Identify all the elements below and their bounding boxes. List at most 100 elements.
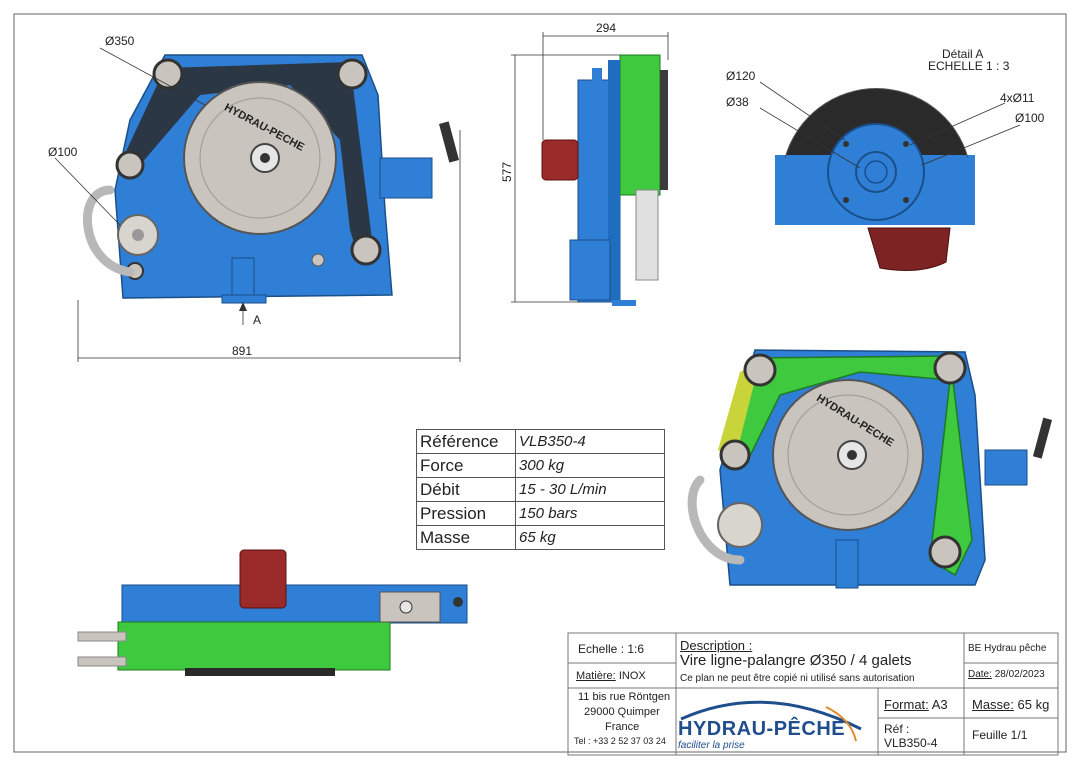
front-dimensions (54, 47, 461, 362)
tb-scale: Echelle : 1:6 (578, 642, 645, 656)
tb-address-3: France (605, 721, 640, 733)
top-belt (117, 621, 391, 671)
logo-name: HYDRAU-PÊCHE (678, 718, 846, 740)
roller-left (115, 150, 145, 180)
dim-100-front: Ø100 (48, 145, 78, 159)
leader-holes (909, 102, 1006, 146)
iso-foot (835, 539, 859, 589)
iso-guide-tube (687, 475, 745, 565)
arrow-a-head (239, 302, 247, 311)
side-top-bracket (592, 68, 602, 86)
spec-value: 300 kg (515, 453, 665, 478)
tb-date-value: 28/02/2023 (994, 669, 1045, 680)
dim-100-detail: Ø100 (1015, 111, 1045, 125)
iso-roller-left (719, 439, 751, 471)
spec-value: 65 kg (515, 525, 665, 550)
tb-ref-label: Réf : (884, 722, 910, 736)
main-wheel-axle (260, 153, 270, 163)
side-roller (635, 189, 659, 281)
belt (122, 62, 372, 262)
side-wheel-edge (660, 70, 668, 190)
tb-description: Vire ligne-palangre Ø350 / 4 galets (680, 652, 912, 669)
iso-roller-bottom-right (928, 535, 962, 569)
sheet-border (13, 13, 1067, 753)
detail-hole-4 (903, 197, 909, 203)
tb-format: Format: A3 (884, 697, 948, 712)
valve-handle (438, 121, 460, 163)
tb-material-label: Matière: (576, 670, 616, 682)
top-wheel (185, 668, 335, 676)
side-dimensions (511, 32, 669, 303)
iso-roller-top-right (933, 351, 967, 385)
tb-phone: Tel : +33 2 52 37 03 24 (574, 736, 666, 746)
dim-120: Ø120 (726, 69, 756, 83)
dim-350: Ø350 (105, 34, 135, 48)
leader-120 (759, 81, 846, 141)
leader-100 (921, 124, 1021, 166)
roller-bottom-right (350, 234, 382, 266)
detail-scale: ECHELLE 1 : 3 (928, 59, 1010, 73)
iso-axle (847, 450, 857, 460)
detail-hole-2 (903, 141, 909, 147)
detail-bore-38 (864, 160, 888, 184)
dim-leader-350 (99, 47, 206, 106)
top-view (77, 549, 468, 676)
tb-mass: Masse: 65 kg (972, 697, 1049, 712)
detail-hole-1 (843, 141, 849, 147)
logo-tagline: faciliter la prise (678, 740, 745, 751)
tb-mass-value: 65 kg (1017, 697, 1050, 712)
side-view (541, 54, 668, 306)
iso-valve-handle (1032, 417, 1053, 459)
arrow-a-label: A (253, 313, 261, 327)
main-wheel-inner (199, 97, 321, 219)
dim-38: Ø38 (726, 95, 749, 109)
tb-mass-label: Masse: (972, 697, 1014, 712)
dim-294: 294 (596, 21, 616, 35)
side-foot (569, 239, 611, 301)
roller-top-right (336, 58, 368, 90)
guide-roller-center (132, 229, 144, 241)
tb-sheet: Feuille 1/1 (972, 728, 1028, 742)
tb-description-label: Description : (680, 638, 752, 653)
tb-ref: VLB350-4 (884, 736, 938, 750)
top-motor (239, 549, 287, 609)
tb-material-value: INOX (618, 670, 646, 682)
top-valve-port (399, 600, 413, 614)
iso-main-wheel-inner (787, 394, 909, 516)
detail-a (775, 88, 975, 271)
tb-description-label-text: Description : (680, 638, 753, 653)
tb-format-label: Format: (884, 697, 929, 712)
tb-material: Matière: INOX (576, 670, 646, 682)
leader-38 (759, 107, 861, 169)
detail-title: Détail A (942, 47, 983, 61)
dim-leader-100 (54, 157, 121, 226)
dim-891: 891 (232, 344, 252, 358)
tb-format-value: A3 (931, 697, 948, 712)
iso-roller-top-left (743, 353, 777, 387)
isometric-view: HYDRAU-PECHE (687, 349, 1053, 589)
side-frame (608, 60, 620, 300)
iso-valve (984, 449, 1028, 486)
iso-belt-edge (718, 360, 760, 460)
stud (311, 253, 325, 267)
logo-swoosh (680, 700, 862, 742)
dim-holes: 4xØ11 (1000, 91, 1035, 105)
top-tube-lower (77, 656, 127, 667)
tb-date: Date: 28/02/2023 (968, 669, 1045, 680)
top-handle-knob (453, 597, 463, 607)
iso-guide-roller (717, 502, 763, 548)
detail-leaders (759, 81, 1021, 169)
tb-notice: Ce plan ne peut être copié ni utilisé sa… (680, 673, 915, 684)
top-tube-upper (77, 631, 127, 642)
guide-tube (83, 185, 135, 277)
tb-date-label: Date: (968, 669, 992, 680)
dim-577: 577 (500, 162, 514, 182)
tb-office: BE Hydrau pêche (968, 643, 1047, 654)
spec-key: Force (416, 453, 516, 478)
valve-block (379, 157, 433, 199)
